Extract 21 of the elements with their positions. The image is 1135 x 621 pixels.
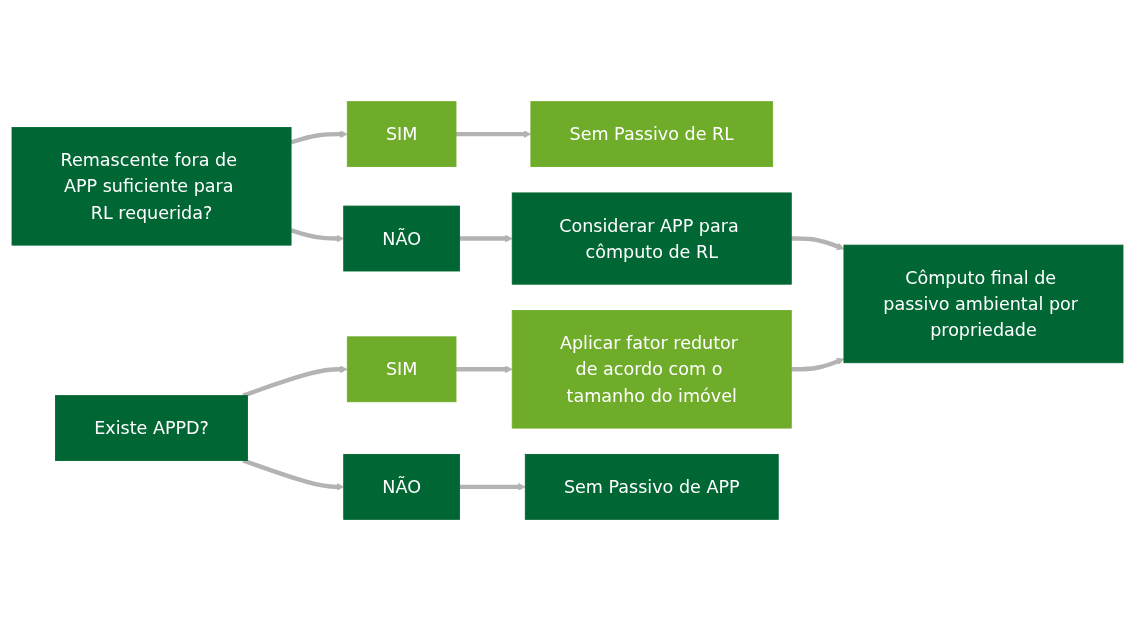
node-box: Sem Passivo de APP <box>524 453 779 520</box>
node-box: Remascente fora de APP suficiente para RL requerida? <box>11 127 292 246</box>
arrow <box>290 130 348 145</box>
arrow <box>791 357 845 372</box>
node-box: Cômputo final de passivo ambiental por propriedade <box>843 244 1124 364</box>
arrow <box>456 130 532 138</box>
node-box: NÃO <box>343 205 461 272</box>
node-box: Sem Passivo de RL <box>530 101 774 168</box>
arrow <box>290 228 345 243</box>
arrow <box>459 483 526 491</box>
arrow <box>791 236 845 250</box>
arrow <box>242 365 348 398</box>
node-box: SIM <box>346 101 457 168</box>
node-box: Aplicar fator redutor de acordo com o tamanho do imóvel <box>511 310 792 429</box>
arrow <box>242 458 345 491</box>
node-box: Considerar APP para cômputo de RL <box>511 192 792 285</box>
node-box: SIM <box>346 336 457 403</box>
arrow <box>456 365 513 374</box>
node-box: Existe APPD? <box>55 395 248 461</box>
arrow <box>459 234 513 243</box>
node-box: NÃO <box>343 453 461 520</box>
